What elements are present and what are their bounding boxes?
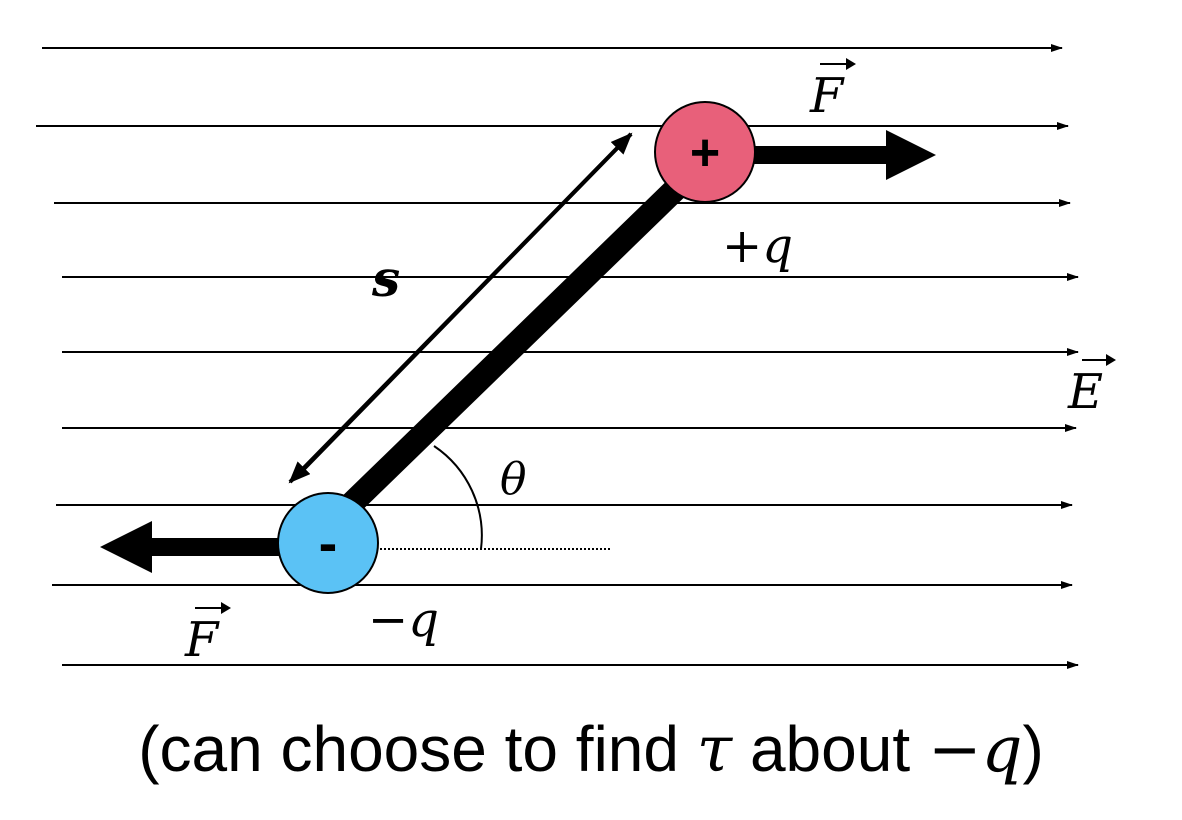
force-arrow-left <box>100 521 284 573</box>
separation-arrow-reverse <box>288 132 633 484</box>
positive-charge-label: +q <box>722 218 793 274</box>
caption-tau: τ <box>696 713 733 787</box>
vector-arrow-icon <box>1082 354 1116 366</box>
angle-arc <box>433 445 483 550</box>
negative-charge: - <box>277 492 379 594</box>
force-arrow-right <box>752 130 936 180</box>
caption-neg-q: −q <box>927 713 1023 787</box>
label-force-top: F <box>809 58 856 124</box>
positive-charge: + <box>654 101 756 203</box>
caption-middle: about <box>732 713 928 785</box>
vector-arrow-icon <box>820 58 856 70</box>
caption: (can choose to find τ about −q) <box>0 712 1182 787</box>
caption-close: ) <box>1022 713 1044 785</box>
label-field: E <box>1067 354 1116 420</box>
positive-sign: + <box>690 124 720 182</box>
angle-label: θ <box>500 454 527 505</box>
caption-open: (can choose to find <box>138 713 697 785</box>
field-label: E <box>1067 364 1103 420</box>
separation-label: s <box>371 249 400 308</box>
force-top-label: F <box>809 68 845 124</box>
field-lines <box>36 44 1079 669</box>
negative-sign: - <box>319 511 338 574</box>
force-bottom-label: F <box>184 612 220 668</box>
label-force-bottom: F <box>184 602 231 668</box>
vector-arrow-icon <box>195 602 231 614</box>
dipole-rod <box>331 166 699 524</box>
negative-charge-label: −q <box>368 592 439 648</box>
